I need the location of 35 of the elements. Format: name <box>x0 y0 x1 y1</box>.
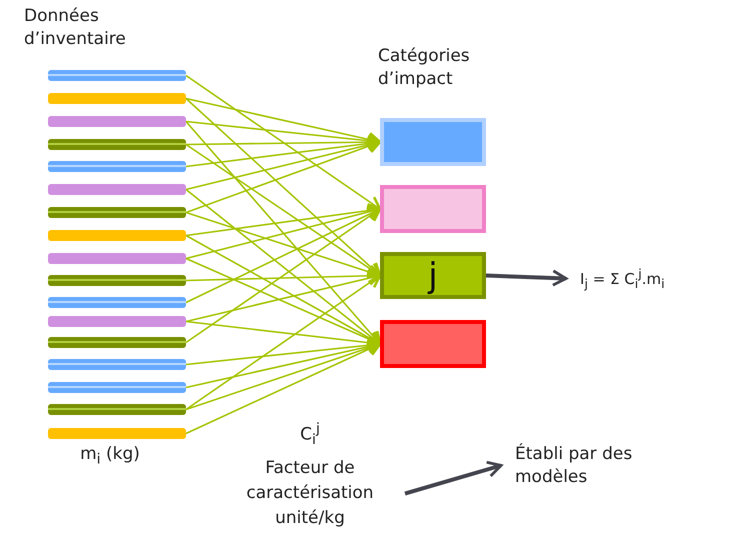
heading-label: Données d’inventaire <box>24 5 127 51</box>
arrow <box>186 342 382 434</box>
impact-category-box <box>380 320 486 368</box>
inventory-bar <box>48 230 186 241</box>
arrow <box>486 269 568 287</box>
arrow <box>186 274 382 410</box>
category-label: j <box>428 256 438 296</box>
impact-category-box <box>380 252 486 299</box>
inventory-bar <box>48 70 186 81</box>
inventory-bar <box>48 139 186 150</box>
inventory-bar <box>48 428 186 439</box>
inventory-bar <box>48 161 186 172</box>
arrow <box>186 137 382 190</box>
inventory-bar <box>48 253 186 264</box>
inventory-bar <box>48 297 186 308</box>
inventory-bar <box>48 275 186 286</box>
inventory-bar <box>48 116 186 127</box>
impact-category-box <box>380 118 486 166</box>
heading-label: Catégories d’impact <box>378 45 471 91</box>
inventory-bar <box>48 207 186 218</box>
arrow <box>186 138 382 214</box>
inventory-bar <box>48 382 186 393</box>
inventory-bar <box>48 93 186 104</box>
arrow <box>186 74 382 210</box>
inventory-bar <box>48 359 186 370</box>
inventory-bar <box>48 184 186 195</box>
formula-text: I$_{j}$ = Σ C$_{i}$$^{j}$.m$_{i}$ <box>580 262 730 295</box>
inventory-bar <box>48 316 186 327</box>
unit-label: m$_{i}$ (kg) <box>79 443 141 470</box>
note-text: Établi par des modèles <box>515 443 685 489</box>
inventory-bar <box>48 404 186 415</box>
description-text: Facteur de caractérisation unité/kg <box>245 457 375 530</box>
inventory-bar <box>48 337 186 348</box>
arrow <box>404 460 502 496</box>
impact-category-box <box>380 185 486 233</box>
